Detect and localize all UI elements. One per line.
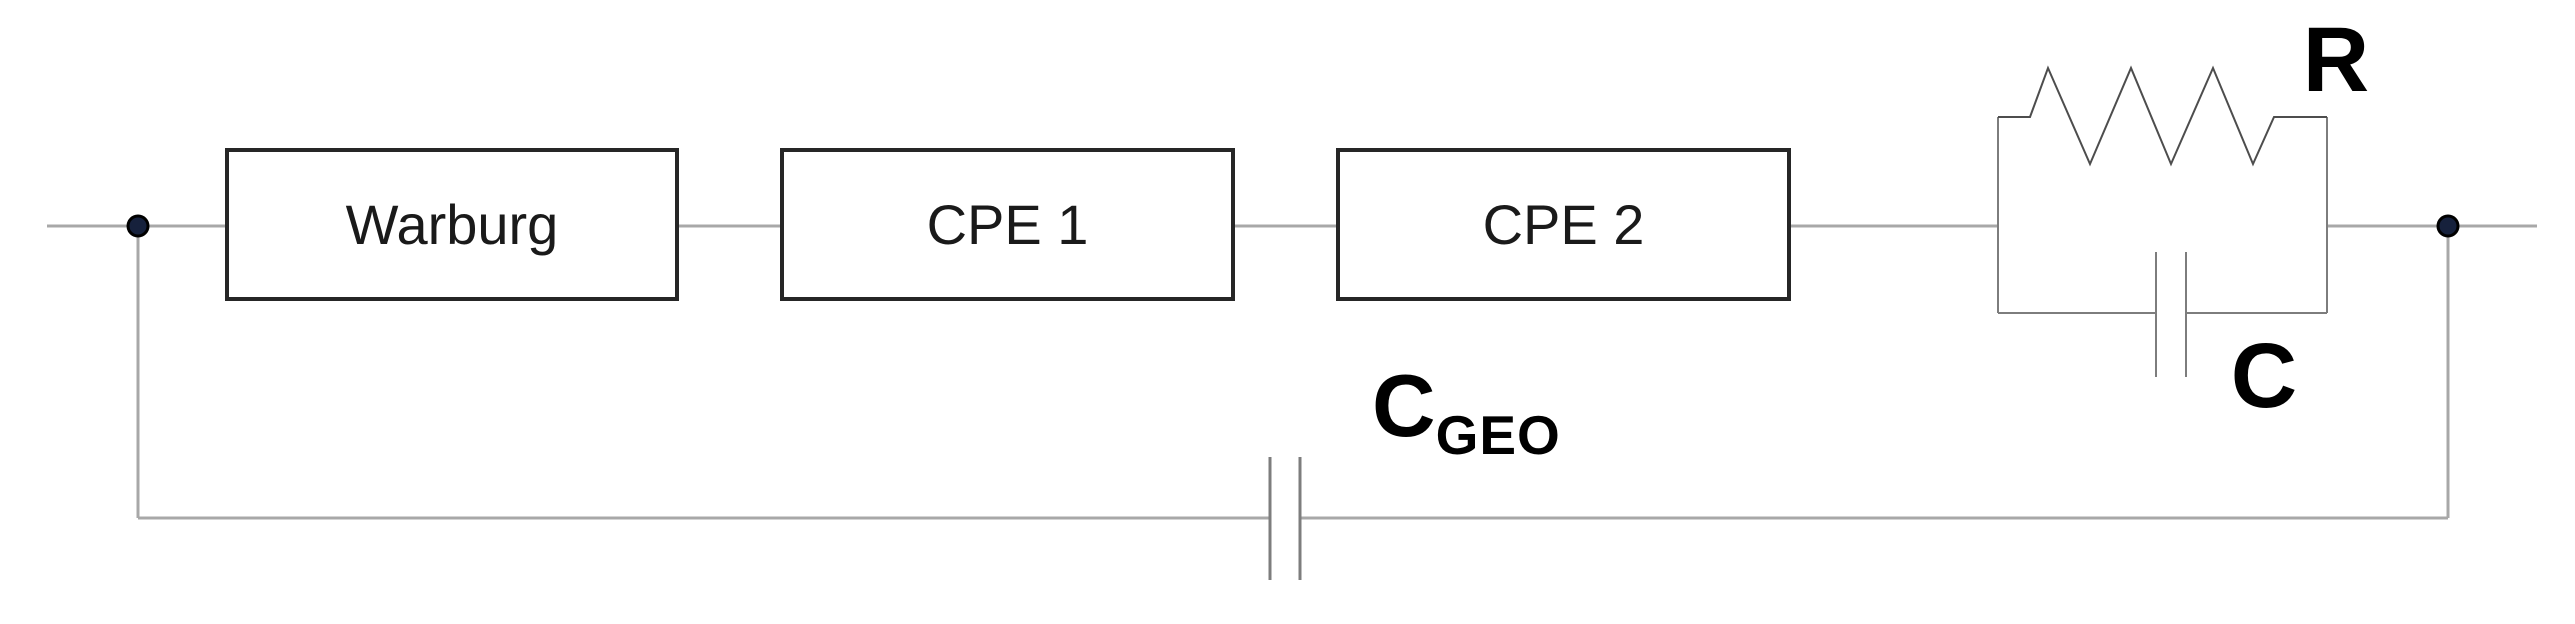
geo-capacitor-label-subscript: GEO xyxy=(1435,404,1561,466)
warburg-box xyxy=(225,148,679,301)
cpe1-label: CPE 1 xyxy=(926,192,1089,256)
resistor-zigzag-icon xyxy=(1998,65,2327,167)
capacitor-label: C xyxy=(2230,325,2298,427)
cpe2-label: CPE 2 xyxy=(1482,192,1645,256)
geo-capacitor-label-symbol: C xyxy=(1372,356,1436,455)
cpe2-box xyxy=(1336,148,1791,301)
geo-capacitor-label: CGEO xyxy=(1372,362,1561,463)
warburg-label: Warburg xyxy=(345,192,559,256)
right-node-dot xyxy=(2436,214,2460,238)
resistor-label: R xyxy=(2302,9,2370,111)
cpe1-box xyxy=(780,148,1235,301)
left-node-dot xyxy=(126,214,150,238)
